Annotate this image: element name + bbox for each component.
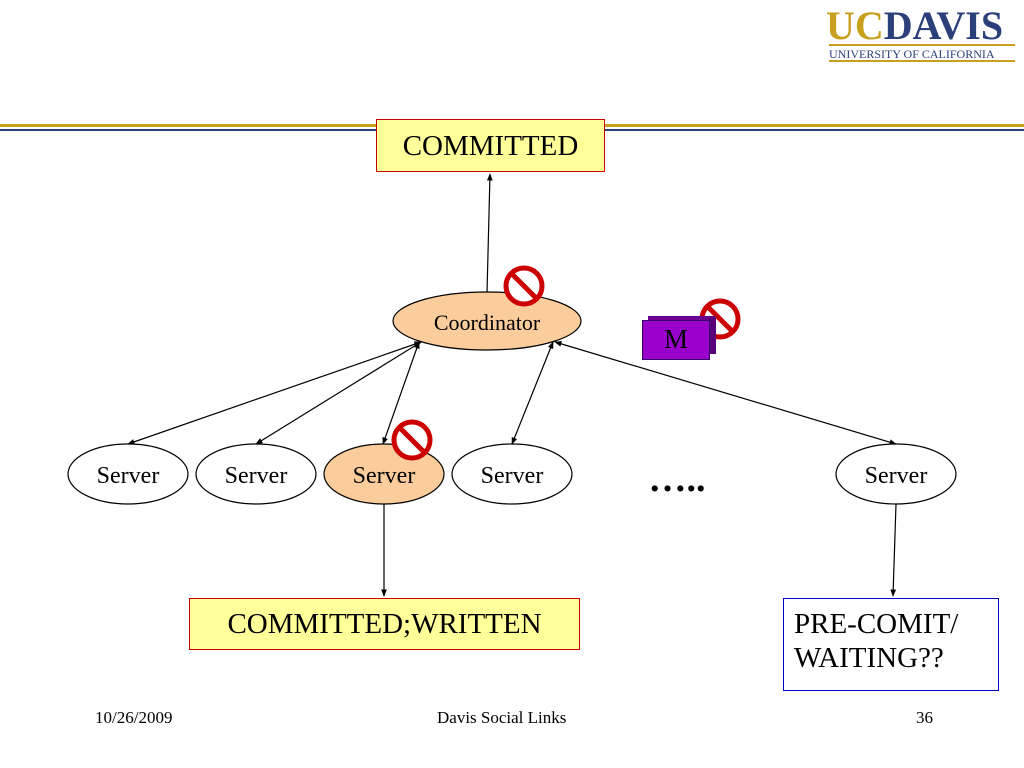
server-node-5	[835, 443, 957, 505]
coordinator-node	[392, 291, 582, 351]
no-symbol-icon-coordinator	[503, 265, 545, 307]
server-node-1	[67, 443, 189, 505]
committed-state-label: COMMITTED	[402, 130, 579, 162]
logo-rule-bottom	[829, 60, 1015, 62]
server-node-4	[451, 443, 573, 505]
waiting-label: WAITING??	[794, 642, 944, 674]
server-label-2: Server	[225, 463, 288, 489]
logo-rule	[829, 44, 1015, 46]
arrow-server-5-state	[890, 503, 897, 597]
message-m-top-face	[648, 316, 714, 322]
committed-state-box: COMMITTED	[376, 119, 605, 172]
logo-subtitle: UNIVERSITY OF CALIFORNIA	[829, 47, 995, 61]
committed-written-label: COMMITTED;WRITTEN	[227, 608, 542, 640]
server-label-5: Server	[865, 463, 928, 489]
arrow-coordinator-server-1	[127, 341, 422, 445]
message-m-side-face	[708, 316, 716, 354]
pre-commit-label: PRE-COMIT/	[794, 608, 959, 640]
server-label-4: Server	[481, 463, 544, 489]
arrow-coordinator-server-3	[382, 341, 420, 445]
arrow-coordinator-server-5	[554, 341, 897, 445]
committed-written-box: COMMITTED;WRITTEN	[189, 598, 580, 650]
arrow-coordinator-committed	[486, 173, 493, 294]
message-m-box: M	[642, 320, 710, 360]
ucdavis-logo: UCDAVIS	[826, 6, 1003, 46]
server-label-3: Server	[353, 463, 416, 489]
no-symbol-icon-server	[391, 419, 433, 461]
arrow-coordinator-server-4	[511, 341, 554, 445]
logo-davis: DAVIS	[883, 3, 1004, 48]
more-servers-ellipsis: …..	[649, 458, 706, 500]
coordinator-label: Coordinator	[434, 310, 541, 335]
footer-date: 10/26/2009	[95, 708, 173, 727]
footer-page-number: 36	[916, 708, 933, 727]
message-m-block: M	[642, 316, 716, 360]
message-m-label: M	[663, 324, 688, 354]
footer-title: Davis Social Links	[437, 708, 567, 727]
server-node-2	[195, 443, 317, 505]
server-label-1: Server	[97, 463, 160, 489]
pre-commit-waiting-box: PRE-COMIT/ WAITING??	[783, 598, 999, 691]
logo-uc: UC	[826, 3, 884, 48]
